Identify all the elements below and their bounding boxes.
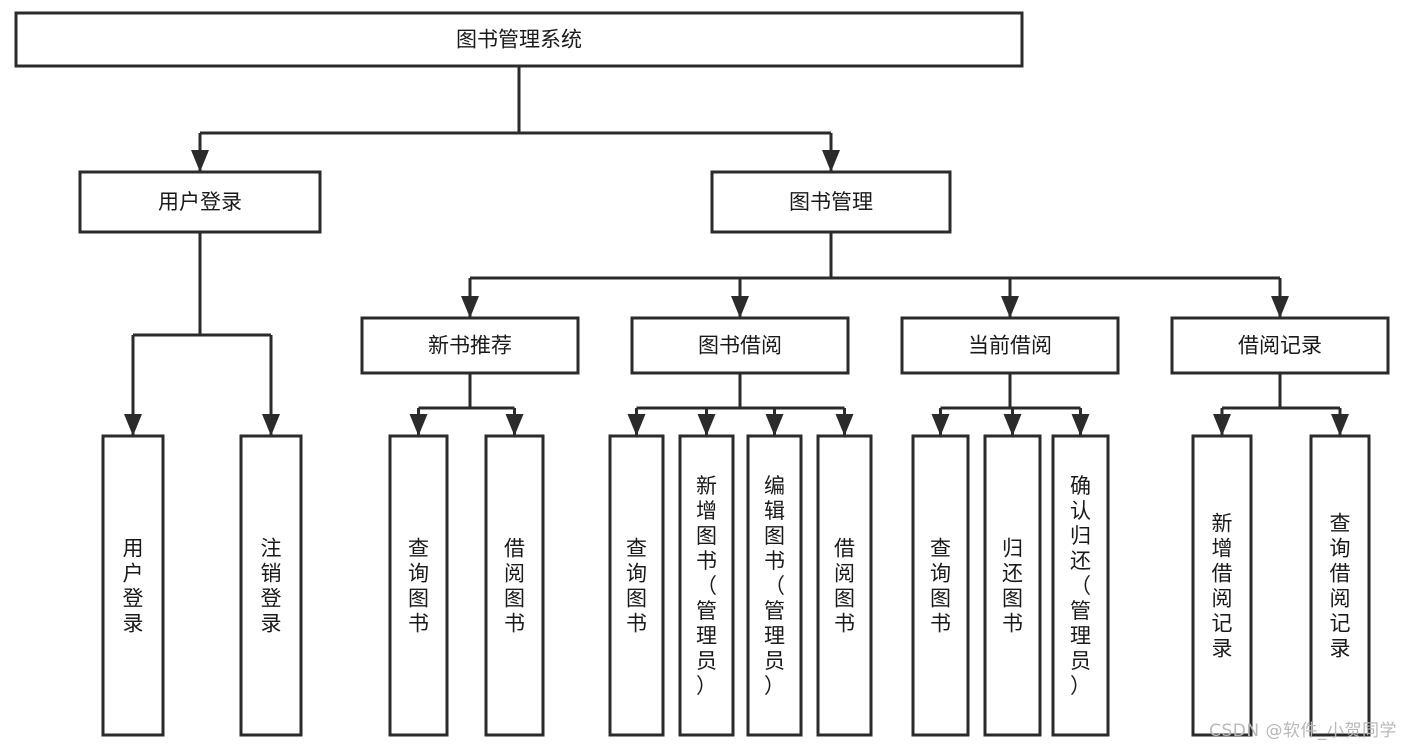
nodes-layer: 图书管理系统用户登录用户登录注销登录图书管理新书推荐查询图书借阅图书图书借阅查询… <box>14 11 1390 737</box>
arrow-head-icon <box>835 414 854 436</box>
node-label-query-borrow-record: 查询借阅记录 <box>1330 512 1351 661</box>
node-query-book-3[interactable]: 查询图书 <box>911 434 970 737</box>
node-confirm-return[interactable]: 确认归还（管理员） <box>1051 434 1110 737</box>
node-user-login[interactable]: 用户登录 <box>78 170 322 234</box>
node-label-undefined: 图书管理系统 <box>456 28 582 52</box>
node-label-query-book-3: 查询图书 <box>930 537 951 636</box>
node-label-new-book-recommend: 新书推荐 <box>428 334 512 358</box>
node-user-login-do[interactable]: 用户登录 <box>101 434 165 737</box>
node-book-borrow[interactable]: 图书借阅 <box>630 316 850 375</box>
node-label-borrow-book-2: 借阅图书 <box>834 537 855 636</box>
node-current-borrow[interactable]: 当前借阅 <box>900 316 1120 375</box>
node-book-manage[interactable]: 图书管理 <box>710 170 952 234</box>
node-label-book-manage: 图书管理 <box>789 190 873 214</box>
node-edit-book[interactable]: 编辑图书（管理员） <box>746 434 803 737</box>
arrow-head-icon <box>1001 296 1019 318</box>
node-label-edit-book: 编辑图书（管理员） <box>764 474 785 698</box>
node-label-current-borrow: 当前借阅 <box>968 334 1052 358</box>
node-box-add-borrow-record <box>1191 434 1253 737</box>
arrow-head-icon <box>931 414 950 436</box>
node-undefined[interactable]: 图书管理系统 <box>14 11 1024 68</box>
arrow-head-icon <box>697 414 716 436</box>
arrow-head-icon <box>191 150 209 172</box>
node-new-book-recommend[interactable]: 新书推荐 <box>360 316 580 375</box>
arrow-head-icon <box>1071 414 1090 436</box>
node-box-current-borrow <box>900 316 1120 375</box>
node-label-borrow-book-1: 借阅图书 <box>504 537 525 636</box>
node-box-edit-book <box>746 434 803 737</box>
node-box-return-book <box>983 434 1042 737</box>
node-box-undefined <box>14 11 1024 68</box>
node-box-user-login <box>78 170 322 234</box>
node-box-borrow-record <box>1170 316 1390 375</box>
node-label-query-book-2: 查询图书 <box>626 537 647 636</box>
arrow-head-icon <box>1003 414 1022 436</box>
node-label-user-logout: 注销登录 <box>261 537 282 636</box>
arrow-head-icon <box>409 414 428 436</box>
node-box-query-book-1 <box>388 434 449 737</box>
node-box-confirm-return <box>1051 434 1110 737</box>
arrow-head-icon <box>1213 414 1231 436</box>
arrow-head-icon <box>505 414 524 436</box>
arrow-head-icon <box>627 414 646 436</box>
node-query-book-1[interactable]: 查询图书 <box>388 434 449 737</box>
node-box-query-borrow-record <box>1309 434 1371 737</box>
node-borrow-book-1[interactable]: 借阅图书 <box>484 434 545 737</box>
arrow-head-icon <box>461 296 479 318</box>
node-box-add-book <box>678 434 735 737</box>
arrow-head-icon <box>731 296 749 318</box>
node-label-return-book: 归还图书 <box>1002 537 1023 636</box>
node-add-book[interactable]: 新增图书（管理员） <box>678 434 735 737</box>
arrow-head-icon <box>124 414 142 436</box>
connectors-layer <box>124 66 1349 436</box>
node-box-query-book-3 <box>911 434 970 737</box>
arrow-head-icon <box>765 414 784 436</box>
node-box-book-borrow <box>630 316 850 375</box>
node-label-add-borrow-record: 新增借阅记录 <box>1212 512 1233 661</box>
node-box-user-logout <box>239 434 303 737</box>
watermark-label: CSDN @软件_小贺同学 <box>1209 721 1397 741</box>
node-query-borrow-record[interactable]: 查询借阅记录 <box>1309 434 1371 737</box>
arrow-head-icon <box>1331 414 1349 436</box>
node-label-user-login-do: 用户登录 <box>123 537 144 636</box>
node-label-query-book-1: 查询图书 <box>408 537 429 636</box>
node-box-new-book-recommend <box>360 316 580 375</box>
arrow-head-icon <box>1271 296 1289 318</box>
node-box-user-login-do <box>101 434 165 737</box>
node-label-book-borrow: 图书借阅 <box>698 334 782 358</box>
node-return-book[interactable]: 归还图书 <box>983 434 1042 737</box>
node-borrow-record[interactable]: 借阅记录 <box>1170 316 1390 375</box>
node-box-book-manage <box>710 170 952 234</box>
node-label-borrow-record: 借阅记录 <box>1238 334 1322 358</box>
node-box-borrow-book-2 <box>816 434 873 737</box>
node-query-book-2[interactable]: 查询图书 <box>608 434 665 737</box>
node-user-logout[interactable]: 注销登录 <box>239 434 303 737</box>
node-label-add-book: 新增图书（管理员） <box>696 474 717 698</box>
node-label-user-login: 用户登录 <box>158 190 242 214</box>
arrow-head-icon <box>262 414 280 436</box>
node-add-borrow-record[interactable]: 新增借阅记录 <box>1191 434 1253 737</box>
node-borrow-book-2[interactable]: 借阅图书 <box>816 434 873 737</box>
node-box-borrow-book-1 <box>484 434 545 737</box>
node-box-query-book-2 <box>608 434 665 737</box>
arrow-head-icon <box>822 150 840 172</box>
node-label-confirm-return: 确认归还（管理员） <box>1070 474 1091 698</box>
